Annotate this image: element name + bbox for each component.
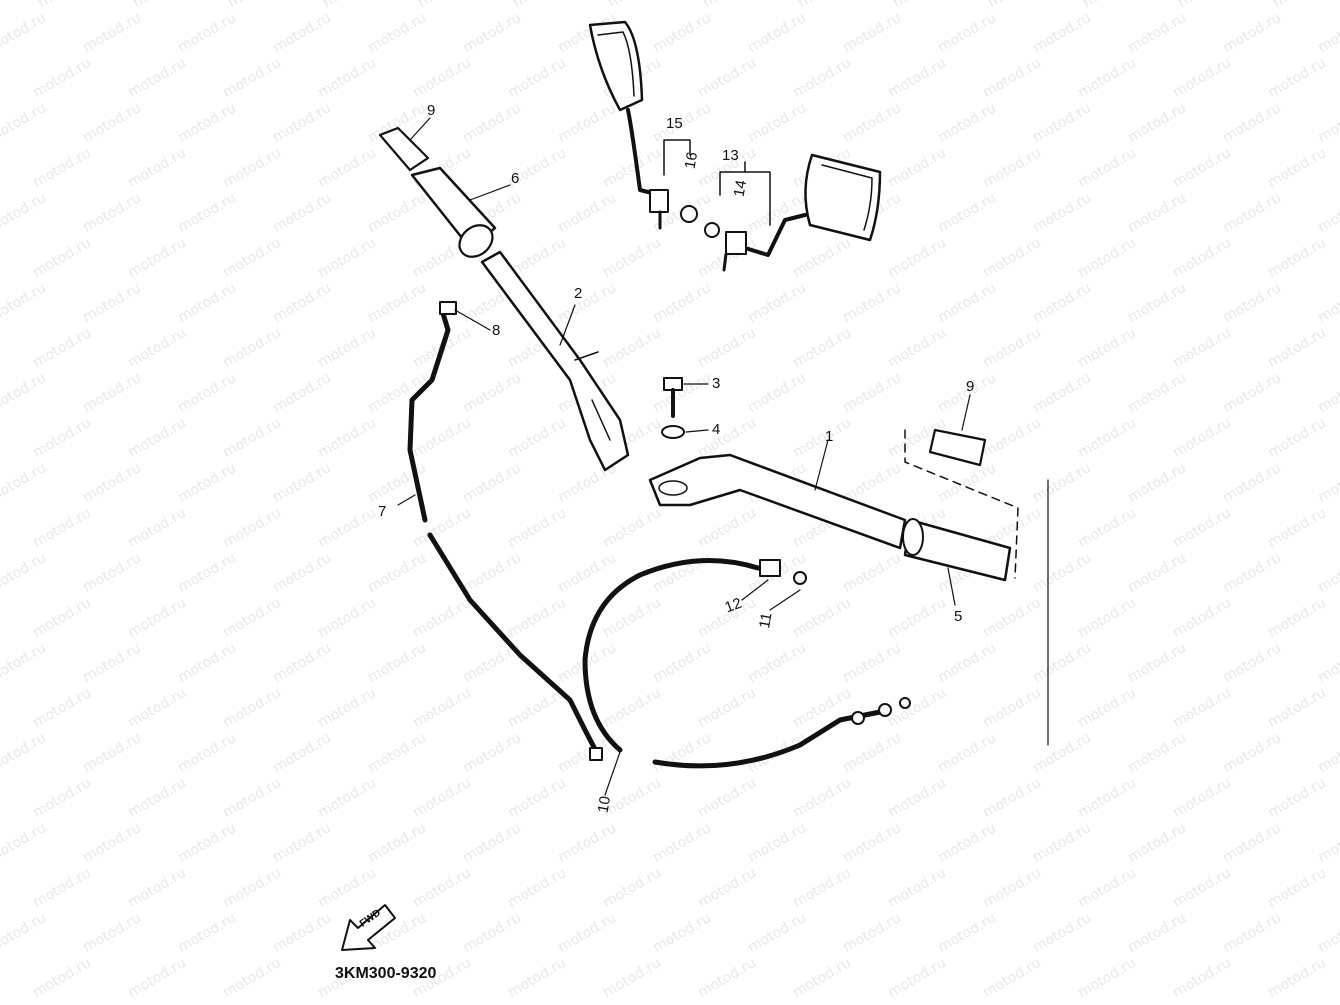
callout-4: 4 [712,421,721,438]
cable-10 [582,557,911,769]
leader-lines [397,117,1049,796]
left-grip [378,126,497,258]
clip-8 [439,301,457,315]
bolt-and-washer [661,377,685,439]
right-handlebar [648,453,907,550]
callout-14: 14 [730,178,751,199]
callout-15: 15 [666,115,683,132]
callout-1: 1 [825,428,834,445]
left-handlebar [480,250,630,472]
callout-7: 7 [378,503,387,520]
callout-3: 3 [712,375,721,392]
right-grip [902,428,1019,582]
callout-10: 10 [594,794,615,815]
fwd-arrow [341,904,396,951]
diagram-code: 3KM300-9320 [335,965,437,982]
callout-5: 5 [954,608,963,625]
callout-6: 6 [511,170,520,187]
callout-8: 8 [492,322,501,339]
callout-11: 11 [756,611,776,630]
callout-brackets [663,139,771,226]
callout-9-left: 9 [427,102,436,119]
left-mirror [588,20,698,230]
callout-9-right: 9 [966,378,975,395]
callout-2: 2 [574,285,583,302]
callout-13: 13 [722,147,739,164]
callout-16: 16 [681,150,702,171]
cable-7 [407,307,603,761]
right-mirror [704,153,882,272]
